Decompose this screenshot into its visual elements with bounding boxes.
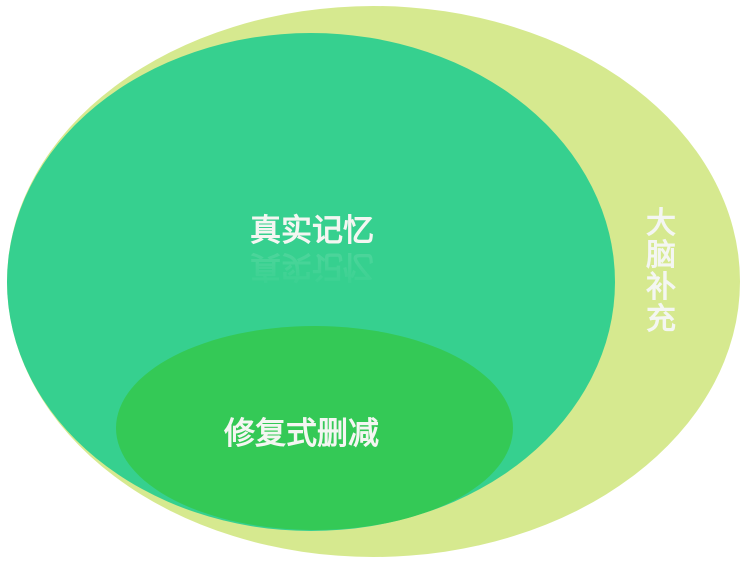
restorative-deletion-label: 修复式删减 xyxy=(224,416,379,452)
real-memory-label: 真实记忆 xyxy=(250,213,374,249)
real-memory-reflection: 真实记忆 xyxy=(250,252,374,284)
brain-supplement-label: 大脑补充 xyxy=(646,206,676,337)
inner-ellipse-restorative-deletion xyxy=(116,326,513,530)
